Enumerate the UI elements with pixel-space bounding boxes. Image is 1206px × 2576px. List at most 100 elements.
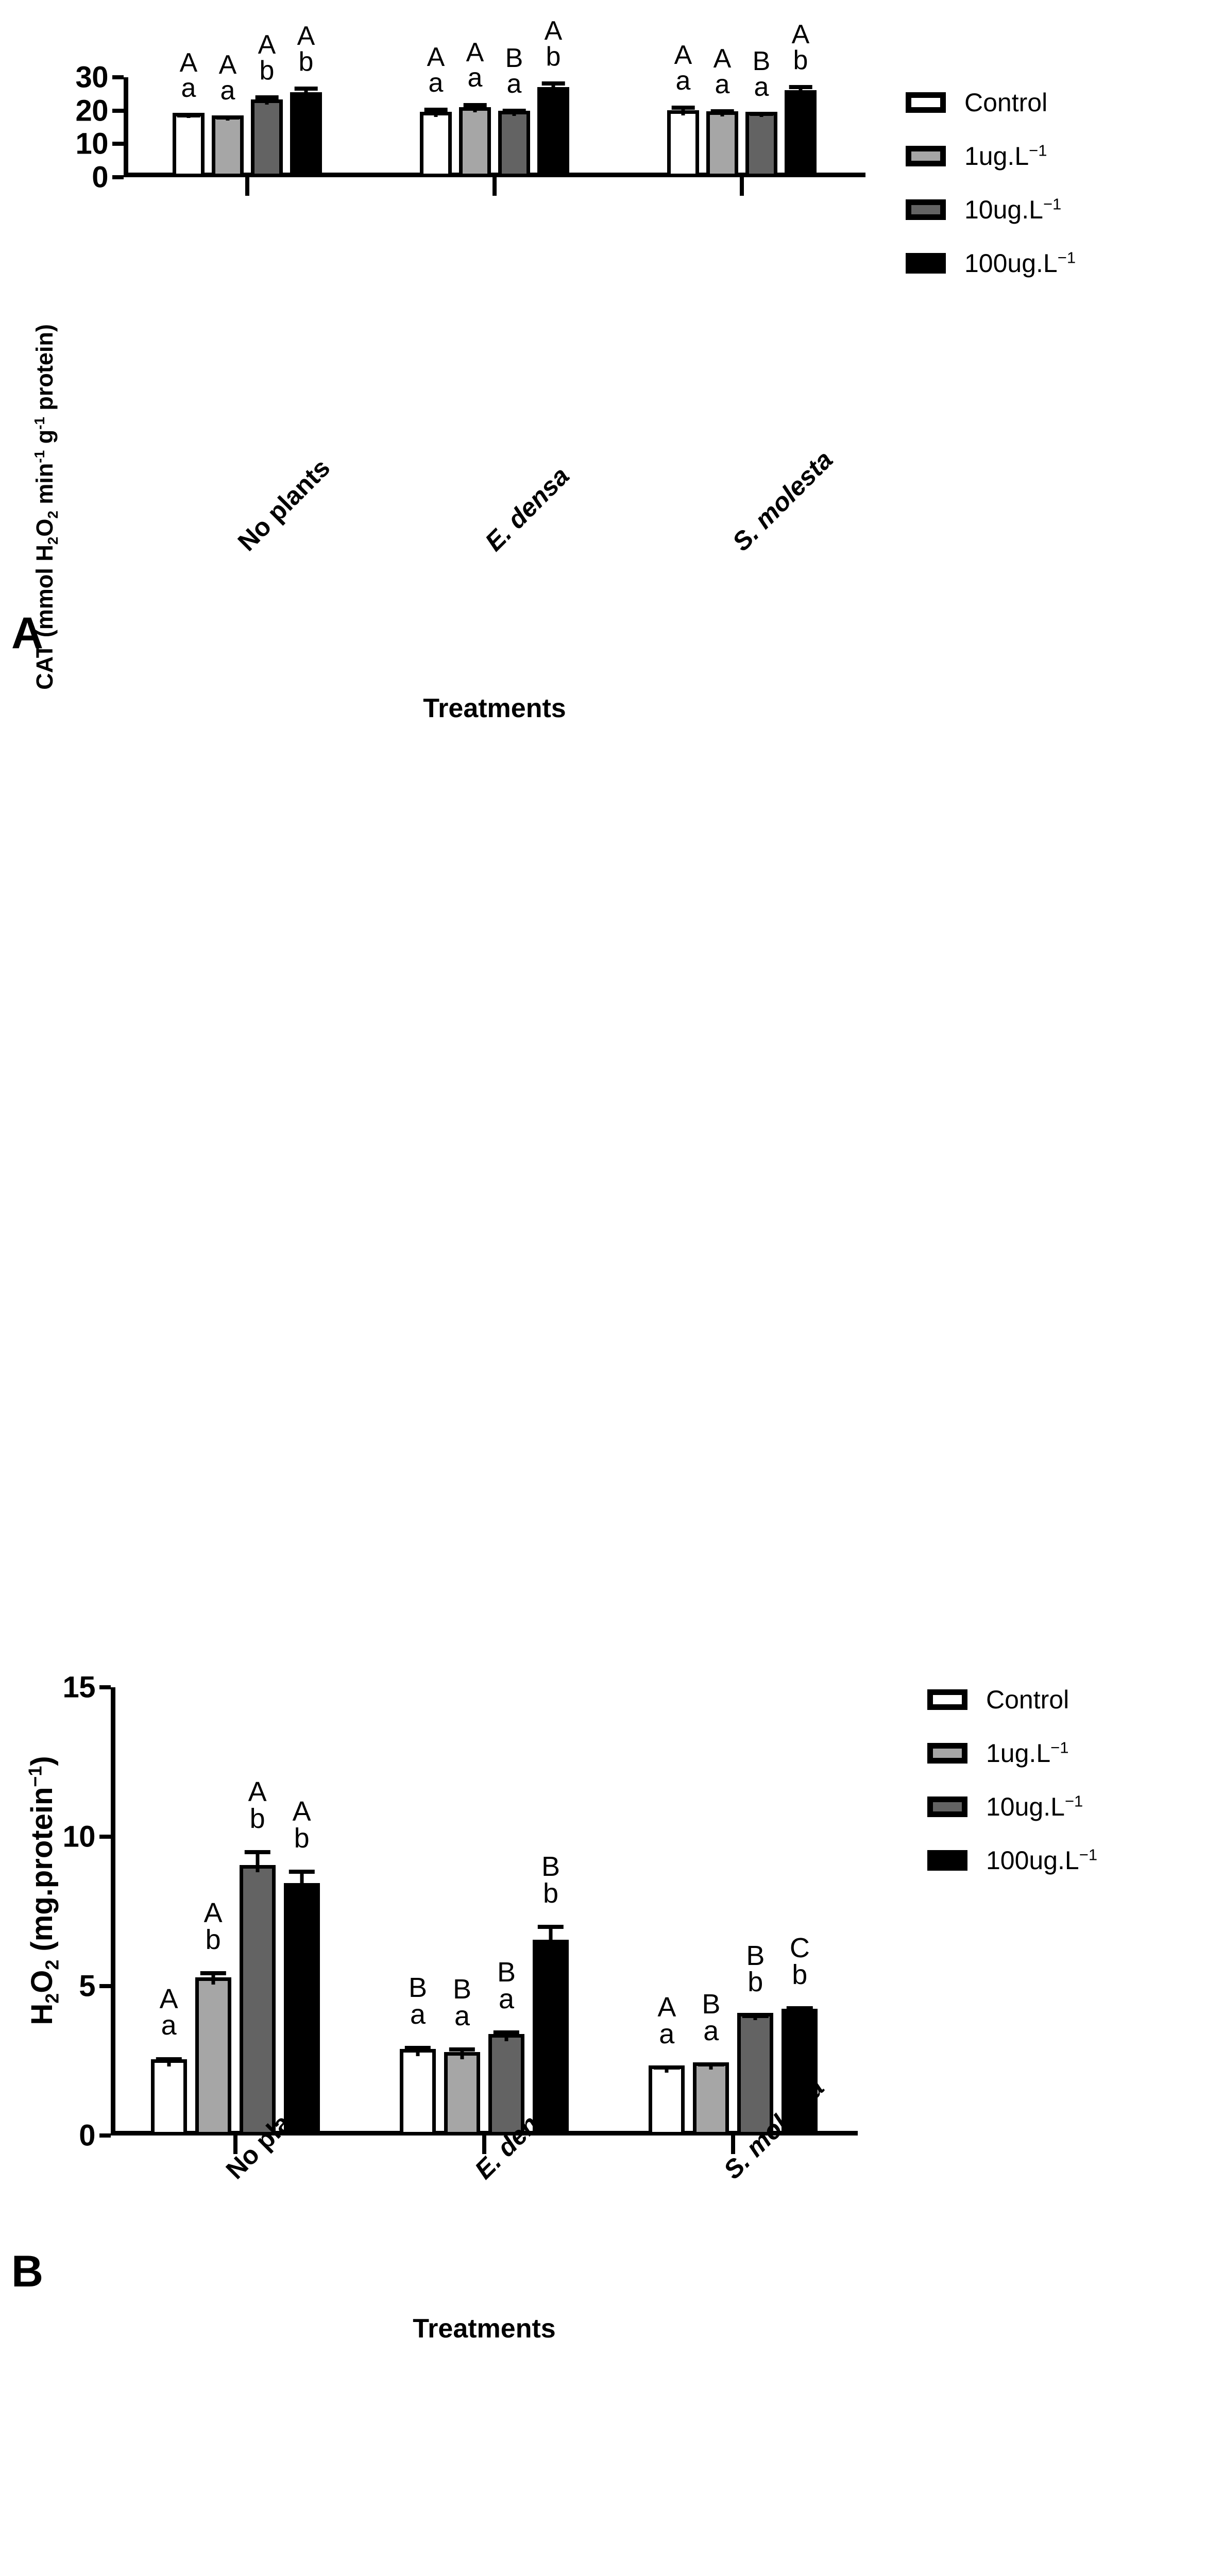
error-bar-cap <box>750 112 773 116</box>
panel-b-y-axis-line <box>111 1687 115 2136</box>
panel-c: MDA (nmol.min-1.mg protein-1) 0123AaAaAb… <box>0 1571 1206 2412</box>
legend-item-1[interactable]: 1ug.L−1 <box>906 141 1076 171</box>
bar-no-plants-100ug-l-1 <box>290 92 322 177</box>
bar-no-plants-10ug-l-1 <box>239 1865 276 2136</box>
error-bar-cap <box>537 1925 564 1929</box>
x-group-label-s-molesta: S. molesta <box>726 445 839 557</box>
legend-item-0[interactable]: Control <box>927 1685 1097 1715</box>
error-bar-cap <box>449 2047 475 2052</box>
error-bar-cap <box>255 95 279 100</box>
error-bar <box>434 112 438 117</box>
error-bar-cap <box>216 115 240 120</box>
error-bar-cap <box>787 2006 813 2011</box>
panel-b-x-tick <box>482 2136 486 2154</box>
panel-a-x-tick <box>492 177 497 196</box>
error-bar <box>551 85 555 92</box>
panel-b-legend: Control 1ug.L−1 10ug.L−1 100ug.L−1 <box>927 1685 1097 1899</box>
error-bar <box>797 2010 802 2016</box>
error-bar <box>709 2066 713 2070</box>
panel-a-x-tick <box>245 177 249 196</box>
panel-a-y-tick-label: 20 <box>75 94 108 128</box>
panel-a-y-axis-line <box>124 77 128 177</box>
error-bar-cap <box>671 105 695 110</box>
error-bar <box>720 113 724 116</box>
error-bar-cap <box>424 108 448 112</box>
legend-label: Control <box>986 1685 1069 1714</box>
bar-s-molesta-10ug-l-1 <box>745 111 777 177</box>
legend-label: 100ug.L−1 <box>964 248 1076 278</box>
bar-no-plants-1ug-l-1 <box>212 115 244 177</box>
panel-a-y-tick <box>112 108 124 113</box>
error-bar-cap <box>177 113 200 117</box>
error-bar <box>186 117 191 118</box>
panel-b-y-tick <box>99 1835 111 1839</box>
panel-b-y-tick-label: 0 <box>79 2119 95 2153</box>
error-bar-cap <box>200 1971 226 1976</box>
error-bar-cap <box>244 1850 270 1855</box>
error-bar <box>681 109 685 116</box>
error-bar <box>211 1975 215 1985</box>
error-bar-cap <box>502 109 526 113</box>
error-bar <box>473 107 477 113</box>
error-bar <box>665 2069 669 2073</box>
legend-item-1[interactable]: 1ug.L−1 <box>927 1738 1097 1768</box>
panel-b-letter: B <box>11 2247 44 2296</box>
legend-label: 1ug.L−1 <box>964 141 1047 171</box>
panel-a-x-tick <box>740 177 744 196</box>
panel-a-legend: Control 1ug.L−1 10ug.L−1 100ug.L−1 <box>906 88 1076 302</box>
legend-swatch-black-icon <box>927 1850 967 1871</box>
legend-item-3[interactable]: 100ug.L−1 <box>927 1845 1097 1875</box>
bar-s-molesta-10ug-l-1 <box>737 2013 774 2136</box>
legend-swatch-light-gray-icon <box>927 1743 967 1764</box>
bar-s-molesta-100ug-l-1 <box>782 2008 818 2136</box>
error-bar <box>512 113 516 116</box>
panel-b-x-tick <box>731 2136 736 2154</box>
panel-b-x-tick <box>233 2136 237 2154</box>
x-group-label-e-densa: E. densa <box>479 461 575 557</box>
bar-e-densa-100ug-l-1 <box>537 87 569 177</box>
error-bar-cap <box>493 2030 520 2035</box>
legend-label: 10ug.L−1 <box>964 195 1062 224</box>
legend-label: 1ug.L−1 <box>986 1738 1069 1768</box>
bar-no-plants-control <box>150 2059 187 2136</box>
panel-b-x-axis-title: Treatments <box>413 2314 556 2344</box>
legend-item-0[interactable]: Control <box>906 88 1076 117</box>
panel-a-y-tick <box>112 175 124 179</box>
panel-b-y-tick-label: 15 <box>62 1670 95 1704</box>
bar-no-plants-10ug-l-1 <box>251 99 283 177</box>
panel-a-y-tick-label: 30 <box>75 60 108 94</box>
panel-a-y-tick <box>112 75 124 79</box>
error-bar <box>167 2061 171 2067</box>
panel-a-x-axis-title: Treatments <box>423 693 566 723</box>
legend-item-2[interactable]: 10ug.L−1 <box>927 1792 1097 1822</box>
legend-label: 100ug.L−1 <box>986 1845 1098 1875</box>
legend-item-2[interactable]: 10ug.L−1 <box>906 195 1076 225</box>
panel-b-y-tick-label: 5 <box>79 1969 95 2003</box>
error-bar <box>265 99 269 105</box>
error-bar-cap <box>463 103 487 107</box>
panel-a-letter: A <box>11 608 44 658</box>
bar-no-plants-100ug-l-1 <box>283 1883 320 2136</box>
error-bar <box>256 1854 260 1873</box>
error-bar <box>460 2052 464 2059</box>
legend-item-3[interactable]: 100ug.L−1 <box>906 248 1076 278</box>
error-bar-cap <box>288 1870 315 1874</box>
error-bar-cap <box>742 2013 769 2018</box>
